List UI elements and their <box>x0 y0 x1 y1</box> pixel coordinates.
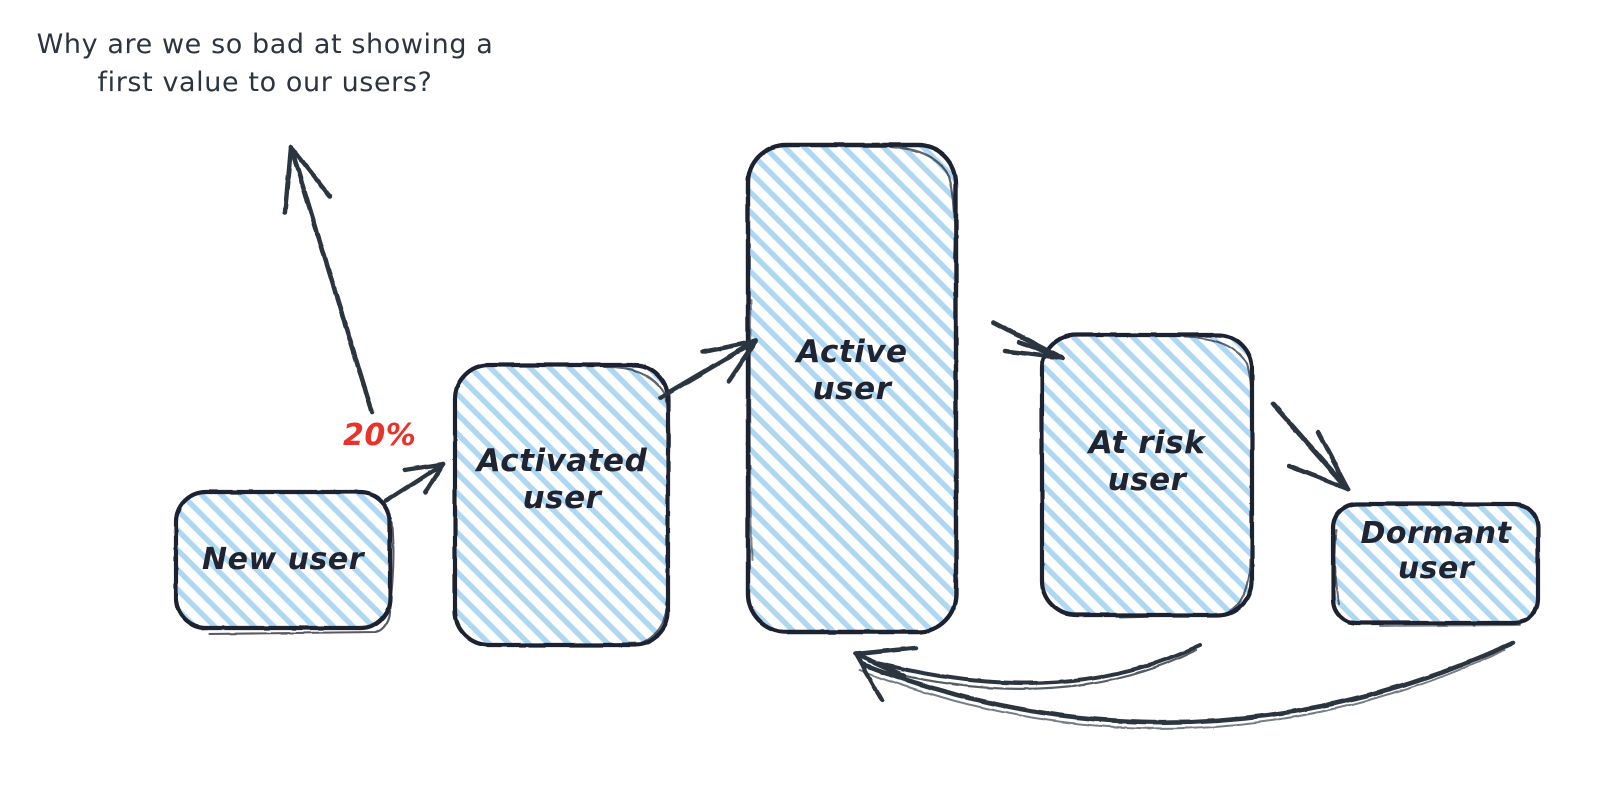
node-new-user[interactable] <box>173 489 395 636</box>
node-activated-user[interactable] <box>452 362 671 648</box>
diagram-title: Why are we so bad at showing a first val… <box>36 29 494 99</box>
node-at-risk-user[interactable] <box>1039 332 1255 619</box>
edge-question-callout <box>282 144 375 415</box>
edge-new-to-activated <box>383 461 446 504</box>
node-active-user[interactable] <box>745 142 959 635</box>
edge-dormant-back-to-active <box>859 640 1516 730</box>
edge-atrisk-to-dormant <box>1270 401 1351 492</box>
edge-activated-to-active <box>658 338 759 400</box>
return-arrowhead-icon <box>853 645 919 703</box>
node-dormant-user[interactable] <box>1330 501 1541 627</box>
edge-atrisk-back-to-active <box>866 643 1202 690</box>
edge-active-to-atrisk <box>990 319 1065 361</box>
conversion-rate-label: 20% <box>343 418 417 453</box>
